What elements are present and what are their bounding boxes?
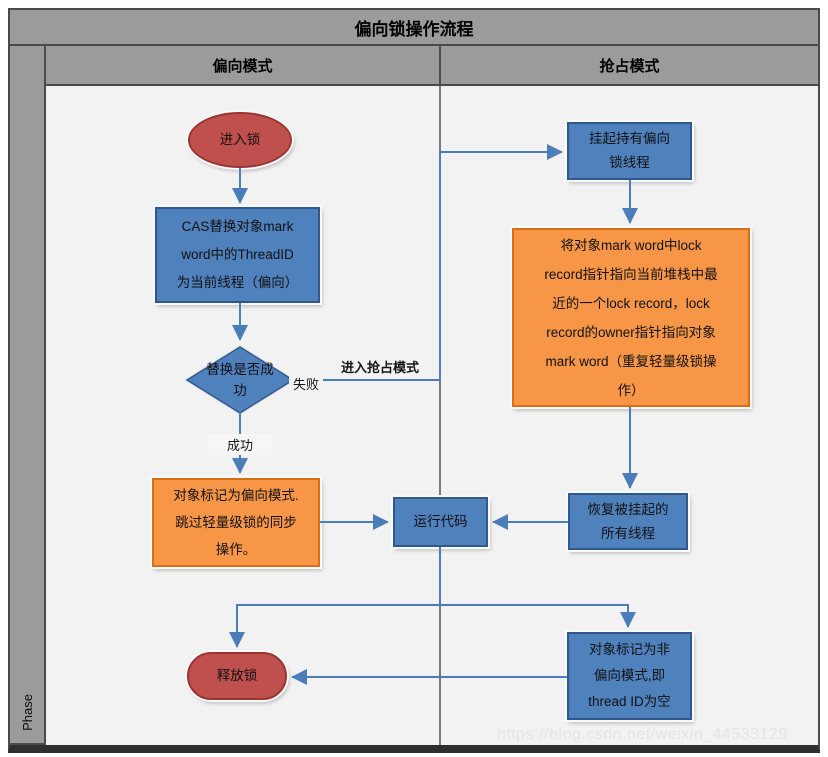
node-run-code: 运行代码	[393, 497, 488, 547]
lane-header-biased-label: 偏向模式	[212, 57, 273, 75]
node-lock-record-pointer: 将对象mark word中lock record指针指向当前堆栈中最 近的一个l…	[512, 228, 750, 407]
node-suspend-biased-thread: 挂起持有偏向 锁线程	[567, 122, 692, 180]
node-enter-lock: 进入锁	[188, 112, 292, 168]
node-resume-threads: 恢复被挂起的 所有线程	[568, 493, 688, 550]
lane-divider	[439, 86, 441, 745]
lane-header-preempt-label: 抢占模式	[599, 57, 660, 75]
lane-header-biased-mode: 偏向模式	[44, 44, 441, 86]
decision-diamond-shape	[184, 344, 296, 416]
node-replace-success-decision: 替换是否成 功	[206, 362, 274, 398]
phase-label: Phase	[19, 694, 35, 731]
edge-label-enter-preempt-mode: 进入抢占模式	[340, 360, 419, 375]
diagram-title-text: 偏向锁操作流程	[354, 19, 474, 39]
node-release-lock: 释放锁	[187, 652, 287, 700]
edge-label-fail: 失败	[289, 373, 323, 394]
node-cas-replace: CAS替换对象mark word中的ThreadID 为当前线程（偏向）	[155, 207, 320, 303]
lane-header-preempt-mode: 抢占模式	[439, 44, 820, 86]
diagram-title: 偏向锁操作流程	[8, 8, 820, 46]
edge-label-success: 成功	[208, 434, 272, 455]
node-mark-non-biased: 对象标记为非 偏向模式,即 thread ID为空	[567, 632, 692, 720]
node-mark-biased-mode: 对象标记为偏向模式. 跳过轻量级锁的同步 操作。	[152, 478, 320, 567]
csdn-watermark: https://blog.csdn.net/weixin_44533129	[497, 726, 788, 743]
phase-column: Phase	[8, 44, 46, 745]
